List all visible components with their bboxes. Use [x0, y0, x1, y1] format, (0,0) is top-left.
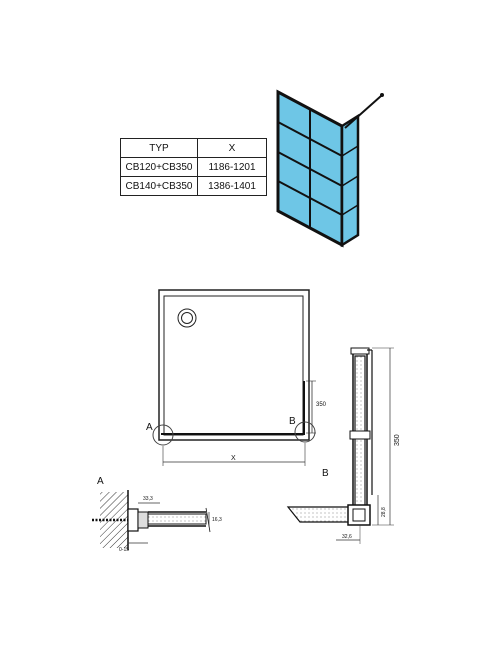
- section-a-label: A: [97, 476, 104, 487]
- profile-adjust: [137, 511, 149, 529]
- dim-b-height-label: 350: [394, 434, 401, 446]
- cell-x: 1386-1401: [197, 176, 267, 196]
- dim-a-height-label: 16,3: [212, 517, 222, 523]
- table-row: CB120+CB350 1186-1201: [120, 157, 267, 177]
- section-b-label: B: [322, 468, 329, 479]
- detail-label-b: B: [289, 416, 296, 427]
- wall-profile: [127, 508, 139, 532]
- wall-bracket: [380, 93, 384, 97]
- detail-label-a: A: [146, 422, 153, 433]
- floor-profile: [286, 506, 351, 523]
- corner-profile: [347, 504, 371, 526]
- frame-rail-3: [277, 180, 343, 216]
- section-b: B 350 28,8 32,6: [286, 347, 401, 544]
- corner-profile-inner: [352, 508, 366, 522]
- dim-b-small-label: 28,8: [381, 507, 387, 517]
- top-cap: [350, 347, 370, 355]
- detail-circle-b: [294, 421, 316, 443]
- dim-a-top-label: 33,3: [143, 496, 153, 502]
- break-line: [205, 507, 211, 533]
- table-row: CB140+CB350 1386-1401: [120, 176, 267, 196]
- side-rail-2: [341, 175, 359, 187]
- dim-b-width-label: 32,6: [342, 534, 352, 540]
- spec-table-header: TYP X: [120, 138, 267, 158]
- panel-illustration: [276, 89, 384, 248]
- section-a: A 33,3 16,3 0-15: [92, 476, 222, 553]
- side-rail-3: [341, 204, 359, 216]
- drain-inner: [181, 312, 193, 324]
- dim-a-bottom-label: 0-15: [119, 547, 129, 553]
- wall-support-bar: [344, 95, 382, 129]
- plan-view: A B X 350: [146, 289, 327, 466]
- spec-table: TYP X CB120+CB350 1186-1201 CB140+CB350 …: [120, 138, 267, 196]
- mid-clamp: [349, 430, 371, 440]
- side-rail-1: [341, 145, 359, 157]
- drain-outer: [177, 308, 197, 328]
- frame-rail-1: [277, 121, 343, 157]
- dim-x-label: X: [231, 455, 236, 462]
- glass-section-a: [147, 513, 207, 525]
- dim-side-label: 350: [316, 402, 327, 408]
- frame-rail-2: [277, 151, 343, 187]
- detail-circle-a: [152, 424, 174, 446]
